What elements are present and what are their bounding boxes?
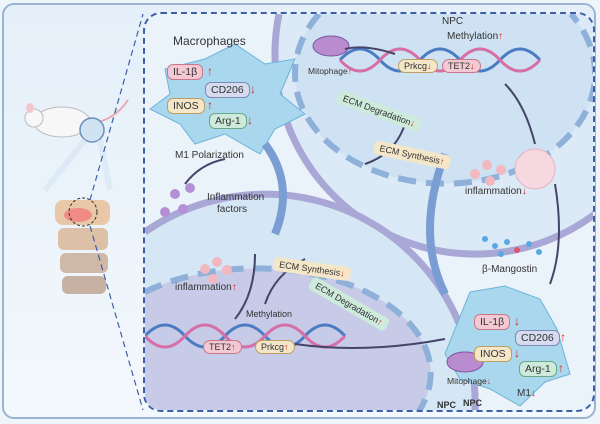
inflammation-down: inflammation↓ <box>465 186 527 197</box>
marker-il1b-m1: IL-1β <box>167 64 204 80</box>
mitophage-down: Mitophage↓ <box>447 376 491 386</box>
npc-label-bottom: NPC <box>437 400 457 410</box>
spine-icon <box>55 197 110 294</box>
mouse-icon <box>24 99 129 138</box>
m1-polarization-label: M1 Polarization <box>175 150 244 161</box>
macrophages-title: Macrophages <box>173 34 246 48</box>
beta-mangostin-label: β-Mangostin <box>482 264 538 275</box>
marker-inos-m1: INOS <box>167 98 205 114</box>
marker-inos-m2: INOS <box>474 346 512 362</box>
nucleus-top <box>295 14 593 184</box>
marker-cd206-m2: CD206 <box>515 330 560 346</box>
marker-arg1-m1: Arg-1 <box>209 113 247 129</box>
drug-vesicle <box>514 148 556 190</box>
prkcg-up: Prkcg↑ <box>255 340 295 354</box>
marker-cd206-m1: CD206 <box>205 82 250 98</box>
inflammation-up: inflammation↑ <box>175 282 237 293</box>
inflammation-factors-label: Inflammation <box>207 192 265 203</box>
npc-label-top: NPC <box>442 16 464 27</box>
npc-label-right: NPC <box>463 398 483 408</box>
tet2-down: TET2↓ <box>442 59 481 73</box>
methylation-up: Methylation↑ <box>447 31 504 42</box>
beta-mangostin-molecule <box>482 236 542 257</box>
mitochondria-icon <box>312 35 350 57</box>
marker-il1b-m2: IL-1β <box>474 314 511 330</box>
tet2-up: TET2↑ <box>203 340 242 354</box>
npc-panel: NPC Macrophages IL-1β↑ CD206↓ INOS↑ Arg-… <box>143 12 595 412</box>
marker-arg1-m2: Arg-1 <box>519 361 557 377</box>
mitophage-up: Mitophage↑ <box>308 66 352 76</box>
methylation-label: Methylation <box>246 309 293 319</box>
magnifier-icon <box>79 117 105 143</box>
m1-down: M1↓ <box>517 388 536 399</box>
prkcg-down: Prkcg↓ <box>398 59 438 73</box>
